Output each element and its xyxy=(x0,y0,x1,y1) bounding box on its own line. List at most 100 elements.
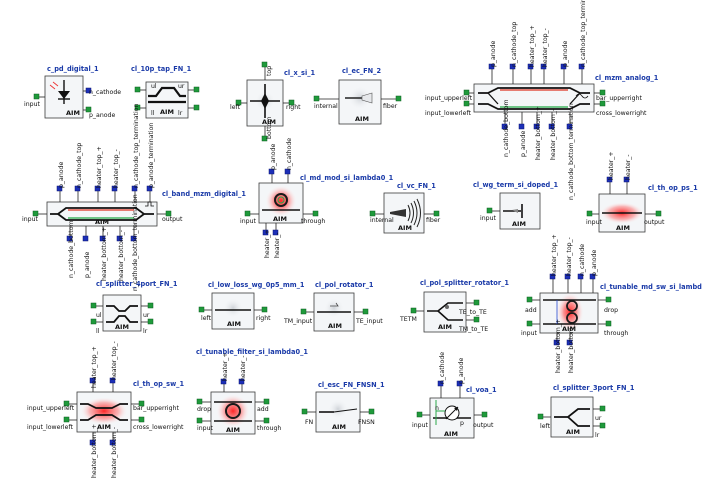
port-heater-bottom-minus[interactable] xyxy=(566,339,573,346)
port-lr[interactable] xyxy=(147,318,154,325)
port-cross-lowerright[interactable] xyxy=(599,100,606,107)
port-fiber[interactable] xyxy=(433,210,440,217)
port-input[interactable] xyxy=(33,93,40,100)
port-ll[interactable] xyxy=(134,104,141,111)
port-output[interactable] xyxy=(655,210,662,217)
port-input[interactable] xyxy=(196,417,203,424)
component-c-pd-digital-1[interactable]: c_pd_digital_1 input n_cathode p_anode A… xyxy=(24,65,121,119)
component-cl-ec-fn-2[interactable]: cl_ec_FN_2 internal fiber AIM xyxy=(313,67,402,125)
component-cl-th-op-sw-1[interactable]: cl_th_op_sw_1 heater_top_+ heater_top_- … xyxy=(27,341,184,478)
port-heater-bottom-minus[interactable] xyxy=(548,123,555,130)
port-drop[interactable] xyxy=(196,398,203,405)
port-bottom[interactable] xyxy=(261,135,268,142)
port-heater-top-minus[interactable] xyxy=(540,63,547,70)
port-heater-bottom-plus[interactable] xyxy=(533,123,540,130)
port-n-cathode-bottom[interactable] xyxy=(501,123,508,130)
port-n-cathode-bottom-termination[interactable] xyxy=(130,235,137,242)
port-cross-lowerright[interactable] xyxy=(138,416,145,423)
port-n-cathode[interactable] xyxy=(577,273,584,280)
port-p-anode-termination[interactable] xyxy=(146,185,153,192)
port-through[interactable] xyxy=(312,210,319,217)
port-heater-minus[interactable] xyxy=(238,378,245,385)
component-cl-th-op-ps-1[interactable]: cl_th_op_ps_1 heater_+ heater_- input ou… xyxy=(586,151,698,233)
port-left[interactable] xyxy=(235,99,242,106)
port-n-cathode[interactable] xyxy=(85,87,92,94)
component-cl-splitter-3port-fn-1[interactable]: cl_splitter_3port_FN_1 left ur lr AIM xyxy=(537,384,635,439)
port-tm-input[interactable] xyxy=(300,308,307,315)
component-cl-pol-splitter-rotator-1[interactable]: cl_pol_splitter_rotator_1 TETM TE_to_TE … xyxy=(399,279,509,333)
port-tetm[interactable] xyxy=(410,307,417,314)
port-add[interactable] xyxy=(263,398,270,405)
component-cl-tunable-filter-si-lambda0-1[interactable]: cl_tunable_filter_si_lambda0_1 heater_+ … xyxy=(196,348,308,435)
component-cl-tunable-md-sw-si-lambda[interactable]: cl_tunable_md_sw_si_lambd heater_top_+ h… xyxy=(521,234,702,373)
port-p-anode[interactable] xyxy=(488,63,495,70)
port-output[interactable] xyxy=(165,210,172,217)
port-heater-top-minus[interactable] xyxy=(564,273,571,280)
port-n-cathode-top-termination[interactable] xyxy=(578,63,585,70)
port-te-input[interactable] xyxy=(362,308,369,315)
port-top[interactable] xyxy=(261,61,268,68)
port-lr[interactable] xyxy=(599,422,606,429)
component-cl-esc-fn-fnsn-1[interactable]: cl_esc_FN_FNSN_1 FN FNSN AIM xyxy=(301,381,385,433)
port-input-upperleft[interactable] xyxy=(63,400,70,407)
port-p-anode[interactable] xyxy=(456,380,463,387)
port-heater-top-plus[interactable] xyxy=(527,63,534,70)
port-input-upperleft[interactable] xyxy=(463,89,470,96)
port-output[interactable] xyxy=(481,411,488,418)
port-heater-bottom-minus[interactable] xyxy=(109,439,116,446)
port-left[interactable] xyxy=(198,306,205,313)
port-heater-bottom-minus[interactable] xyxy=(116,235,123,242)
component-cl-splitter-4port-fn-1[interactable]: cl_splitter_4port_FN_1 ul ur ll lr AIM xyxy=(90,280,178,335)
port-n-cathode-top-termination[interactable] xyxy=(131,185,138,192)
port-heater-top-plus[interactable] xyxy=(94,185,101,192)
port-left[interactable] xyxy=(537,413,544,420)
port-bar-upperright[interactable] xyxy=(138,400,145,407)
component-cl-low-loss-wg-0p5-mm-1[interactable]: cl_low_loss_wg_0p5_mm_1 left right AIM xyxy=(198,281,305,330)
component-cl-voa-1[interactable]: cl_voa_1 n_cathode p_anode input output … xyxy=(412,352,497,439)
port-input-lowerleft[interactable] xyxy=(63,416,70,423)
component-cl-md-mod-si-lambda0-1[interactable]: cl_md_mod_si_lambda0_1 p_anode n_cathode… xyxy=(240,138,394,258)
port-fn[interactable] xyxy=(301,408,308,415)
port-right[interactable] xyxy=(288,99,295,106)
port-drop[interactable] xyxy=(605,296,612,303)
port-input[interactable] xyxy=(416,411,423,418)
port-p-anode[interactable] xyxy=(82,235,89,242)
port-heater-plus[interactable] xyxy=(220,378,227,385)
port-n-cathode-bottom-termination[interactable] xyxy=(566,123,573,130)
port-bar-upperright[interactable] xyxy=(599,89,606,96)
port-right[interactable] xyxy=(261,306,268,313)
port-heater-minus[interactable] xyxy=(623,176,630,183)
port-ul[interactable] xyxy=(134,86,141,93)
port-ur[interactable] xyxy=(147,302,154,309)
port-heater-bottom-plus[interactable] xyxy=(89,439,96,446)
port-heater-plus[interactable] xyxy=(606,176,613,183)
port-ur[interactable] xyxy=(193,86,200,93)
component-cl-10p-tap-fn-1[interactable]: cl_10p_tap_FN_1 ul ur ll lr AIM xyxy=(131,65,200,119)
component-cl-vc-fn-1[interactable]: cl_vc_FN_1 internal fiber AIM xyxy=(369,182,441,234)
port-heater-plus[interactable] xyxy=(262,229,269,236)
port-heater-top-minus[interactable] xyxy=(109,377,116,384)
port-input[interactable] xyxy=(32,210,39,217)
port-p-anode[interactable] xyxy=(56,185,63,192)
port-tm-to-te[interactable] xyxy=(473,316,480,323)
port-heater-top-plus[interactable] xyxy=(89,377,96,384)
port-through[interactable] xyxy=(605,320,612,327)
port-p-anode[interactable] xyxy=(85,106,92,113)
port-p-anode[interactable] xyxy=(268,168,275,175)
port-p-anode[interactable] xyxy=(518,123,525,130)
port-heater-top-plus[interactable] xyxy=(549,273,556,280)
port-through[interactable] xyxy=(263,417,270,424)
port-n-cathode-bottom[interactable] xyxy=(66,235,73,242)
component-cl-wg-term-si-doped-1[interactable]: cl_wg_term_si_doped_1 input AIM xyxy=(473,181,559,230)
port-p-anode[interactable] xyxy=(560,63,567,70)
port-fiber[interactable] xyxy=(395,95,402,102)
port-input-lowerleft[interactable] xyxy=(463,100,470,107)
port-input[interactable] xyxy=(244,210,251,217)
port-input[interactable] xyxy=(586,210,593,217)
port-te-to-te[interactable] xyxy=(473,299,480,306)
port-ur[interactable] xyxy=(599,405,606,412)
port-heater-top-minus[interactable] xyxy=(111,185,118,192)
port-input[interactable] xyxy=(486,207,493,214)
port-heater-bottom-plus[interactable] xyxy=(553,339,560,346)
component-cl-pol-rotator-1[interactable]: cl_pol_rotator_1 TM_input TE_input AIM xyxy=(283,281,383,332)
